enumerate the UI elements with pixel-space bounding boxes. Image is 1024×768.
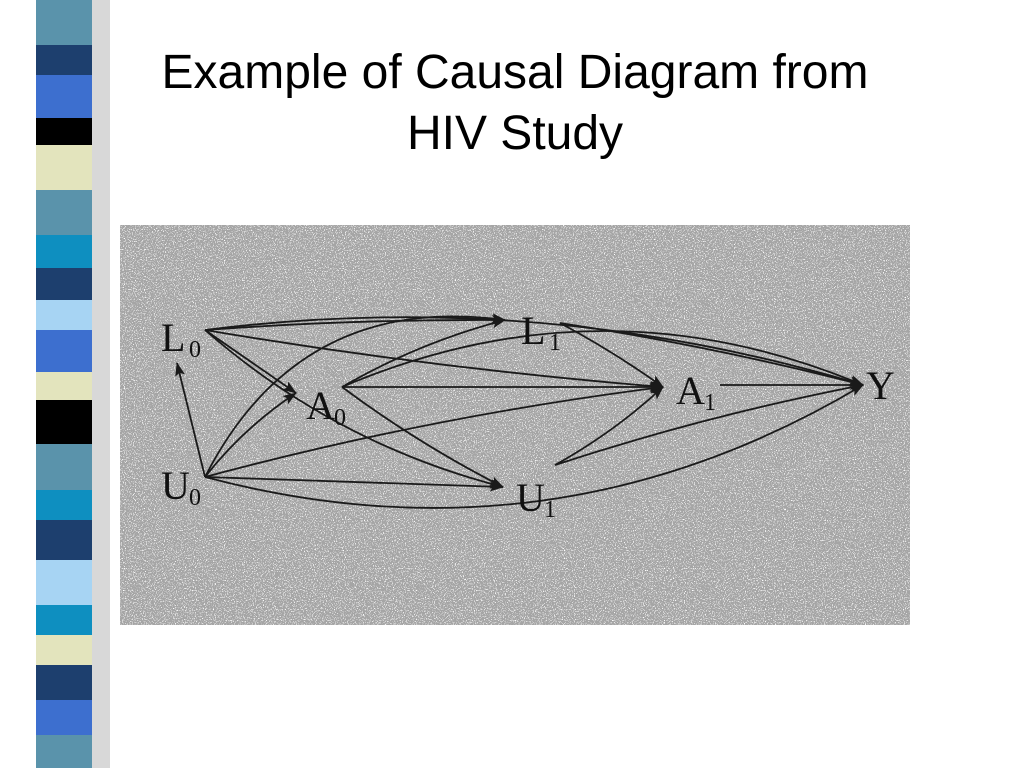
title-line-1: Example of Causal Diagram from [161, 46, 869, 99]
edge-u0-to-u1 [204, 476, 504, 492]
edge-u0-to-l1 [204, 313, 506, 478]
edge-u0-to-a0 [204, 392, 297, 478]
edge-a0-to-y [341, 330, 864, 388]
edge-u1-to-y [554, 382, 864, 466]
edge-l0-to-a0 [204, 329, 297, 394]
node-u1-letter: U [516, 475, 545, 520]
slide-title: Example of Causal Diagram from HIV Study [90, 42, 940, 164]
edge-l1-to-y [559, 322, 864, 387]
node-u0-subscript: 0 [189, 485, 201, 511]
edge-a0-to-l1 [341, 318, 506, 388]
node-a1-letter: A [676, 368, 705, 413]
node-y-letter: Y [866, 363, 895, 408]
scan-speckle-background [120, 225, 910, 625]
edge-u0-to-a1 [204, 383, 664, 478]
node-l1-subscript: 1 [549, 330, 561, 356]
node-u1-subscript: 1 [544, 497, 556, 523]
edges [175, 313, 864, 509]
edge-u1-to-a1 [554, 386, 664, 466]
node-u0-letter: U [161, 463, 190, 508]
node-a0-subscript: 0 [334, 405, 346, 431]
node-a0-letter: A [306, 383, 335, 428]
node-l1-letter: L [521, 308, 545, 353]
node-l0-letter: L [161, 315, 185, 360]
node-a1-subscript: 1 [704, 390, 716, 416]
edge-a0-to-u1 [341, 386, 504, 488]
title-line-2: HIV Study [406, 107, 624, 160]
decorative-stripe-bar [0, 0, 110, 768]
edge-l0-to-l1 [204, 314, 506, 331]
edge-l0-to-a1 [204, 329, 664, 391]
edge-l0-to-u1 [204, 329, 504, 489]
edge-u0-to-l0 [175, 362, 206, 478]
edge-l1-to-a1 [559, 322, 664, 388]
edge-l0-to-y [204, 316, 864, 387]
edge-u0-to-y [204, 384, 864, 509]
node-y: Y [866, 363, 895, 408]
node-l0-subscript: 0 [189, 337, 201, 363]
